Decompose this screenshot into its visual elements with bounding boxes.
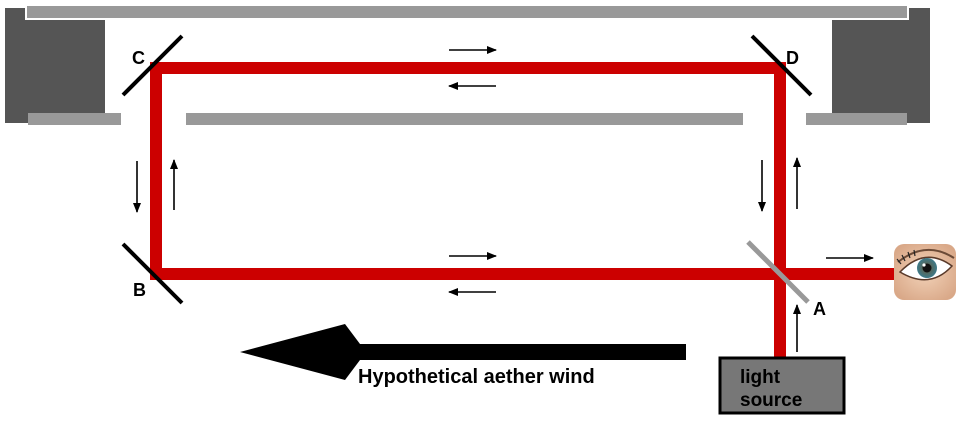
mirror-b — [121, 242, 184, 305]
eye-icon — [894, 244, 956, 300]
light-source-label-line1: light — [740, 367, 781, 388]
beam-to-eye — [774, 268, 898, 280]
mirror-label-b: B — [133, 280, 146, 300]
tube-wall-inner-middle — [186, 113, 743, 125]
beam-top — [150, 62, 786, 74]
beam-splitter-a — [746, 240, 810, 304]
aether-wind-arrow — [240, 324, 686, 380]
mirror-c — [121, 34, 184, 97]
direction-arrows — [133, 46, 874, 352]
mirror-d — [750, 34, 813, 97]
beam-left — [150, 62, 162, 280]
tube-wall-top — [25, 4, 909, 20]
tube-wall-inner-left — [28, 113, 121, 125]
tube-wall-inner-right — [806, 113, 907, 125]
beam-right — [774, 62, 786, 359]
mirror-label-a: A — [813, 299, 826, 319]
light-source-label-line2: source — [740, 390, 802, 411]
housing-block-left — [5, 8, 105, 123]
light-source-box — [718, 356, 846, 415]
mirror-label-d: D — [786, 48, 799, 68]
mirror-label-c: C — [132, 48, 145, 68]
aether-wind-label: Hypothetical aether wind — [358, 366, 595, 388]
housing-block-right — [832, 8, 930, 123]
light-beam — [150, 62, 898, 359]
beam-bottom — [150, 268, 786, 280]
